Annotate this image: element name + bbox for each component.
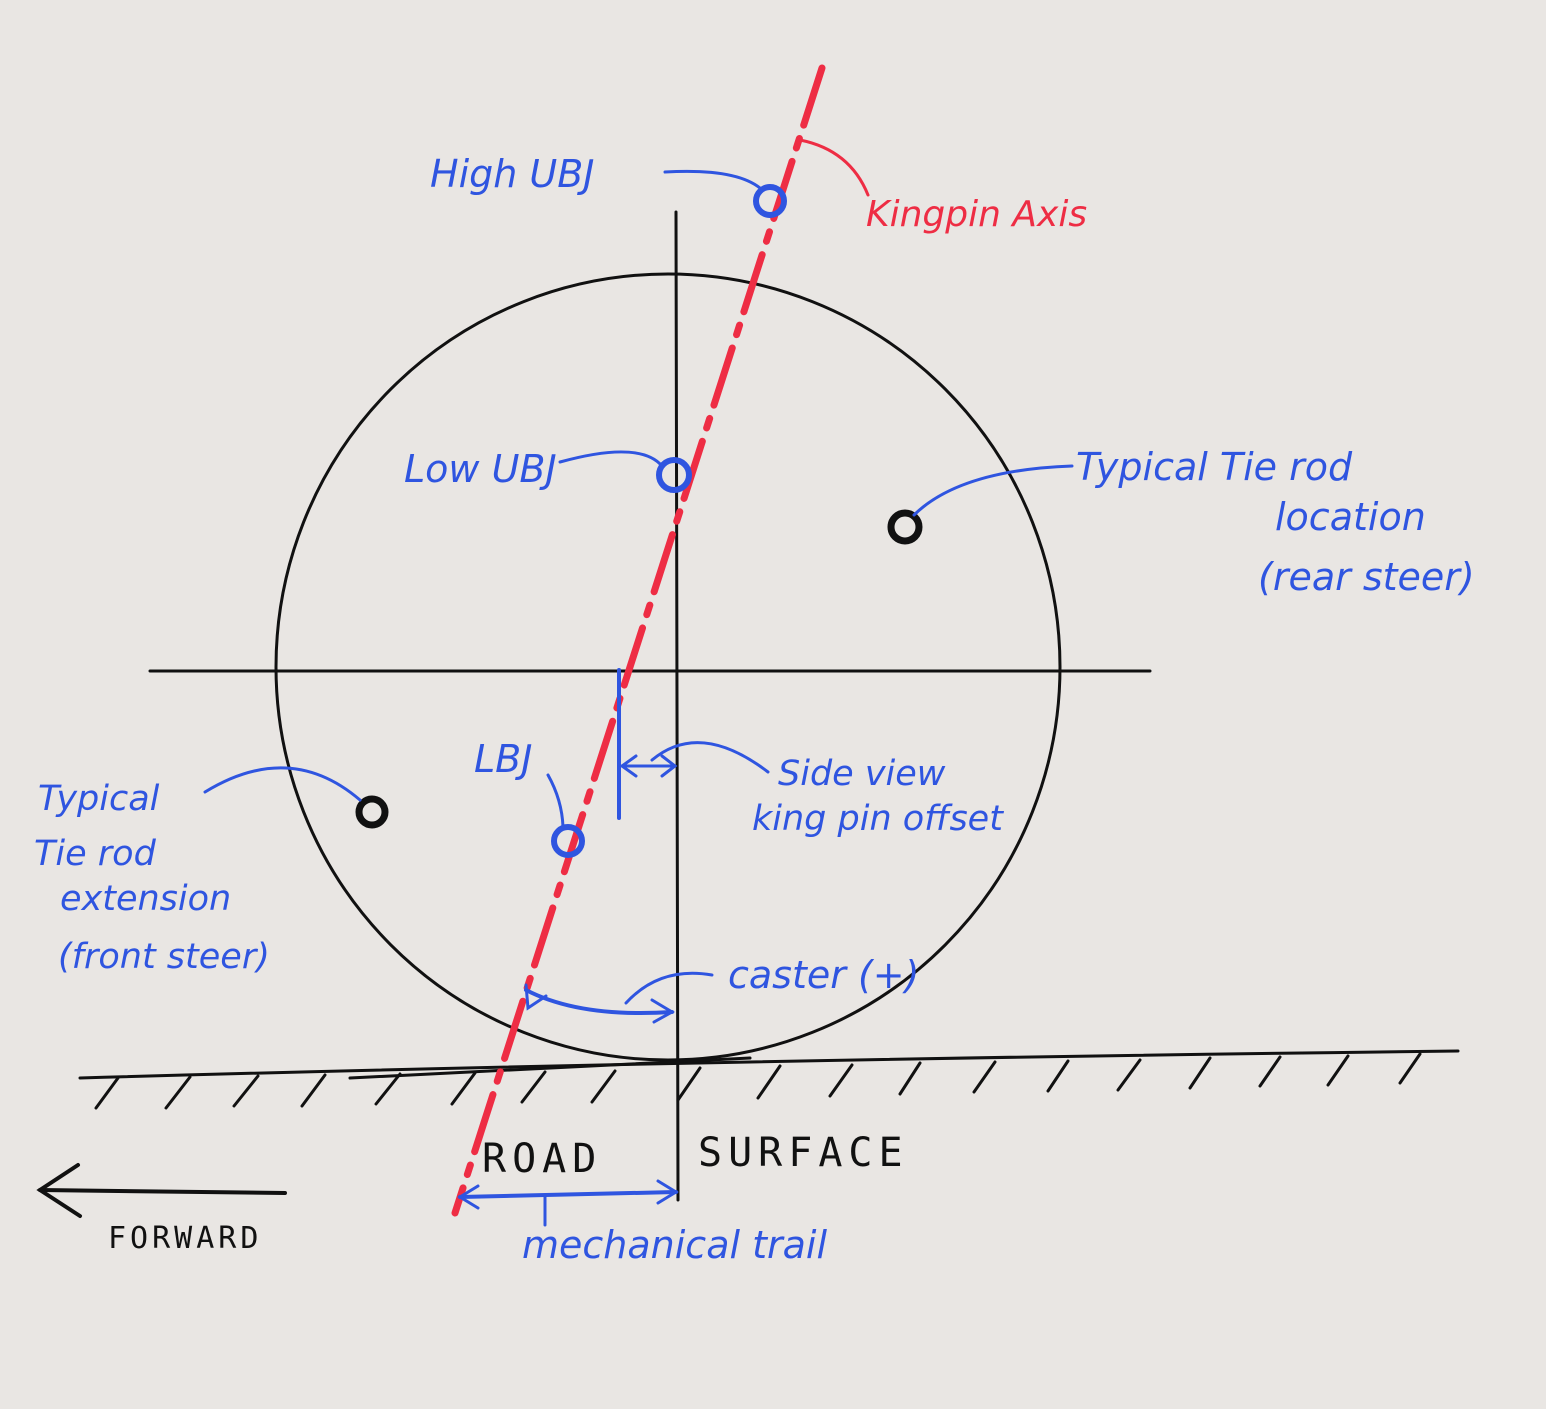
- tie-rod-front-leader: [203, 766, 362, 802]
- forward-label: FORWARD: [108, 1221, 262, 1256]
- tie-rod-front-marker: [355, 795, 389, 829]
- surface-label: SURFACE: [698, 1130, 909, 1176]
- high-ubj-label: High UBJ: [430, 152, 595, 196]
- kingpin-axis-label: Kingpin Axis: [866, 194, 1087, 235]
- caster-arc: [524, 983, 675, 1024]
- kingpin-axis-leader: [798, 138, 870, 197]
- high-ubj-leader: [663, 169, 762, 190]
- low-ubj-leader: [558, 450, 664, 468]
- mechanical-trail-label: mechanical trail: [522, 1223, 827, 1267]
- kingpin-axis-line: [451, 64, 826, 1217]
- low-ubj-marker: [656, 457, 692, 493]
- tie-rod-rear-marker: [887, 509, 923, 545]
- tie-rod-rear-label-line2: location: [1275, 495, 1426, 539]
- lbj-leader: [546, 773, 565, 829]
- tie-rod-front-label-line4: (front steer): [58, 937, 270, 977]
- sv-offset-label-line1: Side view: [778, 754, 946, 794]
- wheel-circle: [274, 272, 1062, 1062]
- tie-rod-front-label-line2: Tie rod: [34, 834, 157, 874]
- tie-rod-rear-leader: [912, 464, 1074, 517]
- sv-offset-arrow: [619, 754, 678, 778]
- road-surface-line: [78, 1049, 1460, 1080]
- tie-rod-rear-label-line1: Typical Tie rod: [1076, 445, 1353, 489]
- lbj-marker: [551, 824, 585, 858]
- lbj-label: LBJ: [474, 737, 532, 781]
- low-ubj-label: Low UBJ: [404, 447, 557, 491]
- tie-rod-rear-label-line3: (rear steer): [1258, 555, 1475, 599]
- tie-rod-front-label-line1: Typical: [38, 779, 160, 819]
- high-ubj-marker: [753, 184, 787, 218]
- road-label: ROAD: [482, 1136, 602, 1182]
- road-hatching: [94, 1052, 1422, 1110]
- mechanical-trail-dimension: [457, 1179, 679, 1227]
- forward-arrow: [36, 1163, 287, 1218]
- vertical-axis: [674, 210, 680, 1202]
- caster-label: caster (+): [728, 953, 919, 997]
- sv-offset-label-line2: king pin offset: [752, 799, 1004, 839]
- tie-rod-front-label-line3: extension: [60, 879, 231, 919]
- caster-leader: [624, 971, 714, 1005]
- sv-offset-leader: [650, 741, 770, 774]
